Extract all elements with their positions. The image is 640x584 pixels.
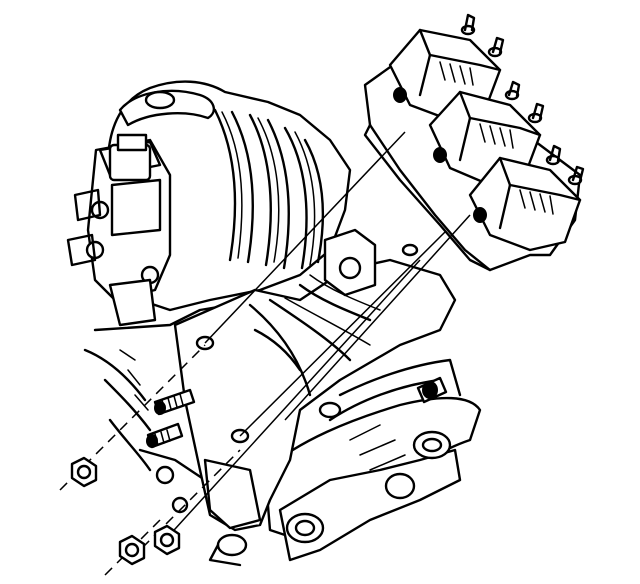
leader-line-upper [204,131,406,344]
coil-3 [468,144,585,252]
leader-line-middle [239,231,446,437]
upper-stud [153,388,196,416]
leader-line-lower-nut-2 [129,449,241,561]
nut-lower-left [118,534,146,566]
leader-line-lower [164,259,421,541]
right-stud [416,376,448,404]
exhaust-manifold [208,358,482,567]
throttle-body [66,133,172,327]
leader-line-stud [284,214,471,421]
nut-upper-left [70,456,98,488]
retaining-nuts [70,456,181,566]
mounting-studs [146,376,448,449]
lower-stud [146,422,184,449]
nut-lower-right [153,524,181,556]
ignition-coil-pack [363,13,585,272]
coil-bracket [173,228,457,532]
